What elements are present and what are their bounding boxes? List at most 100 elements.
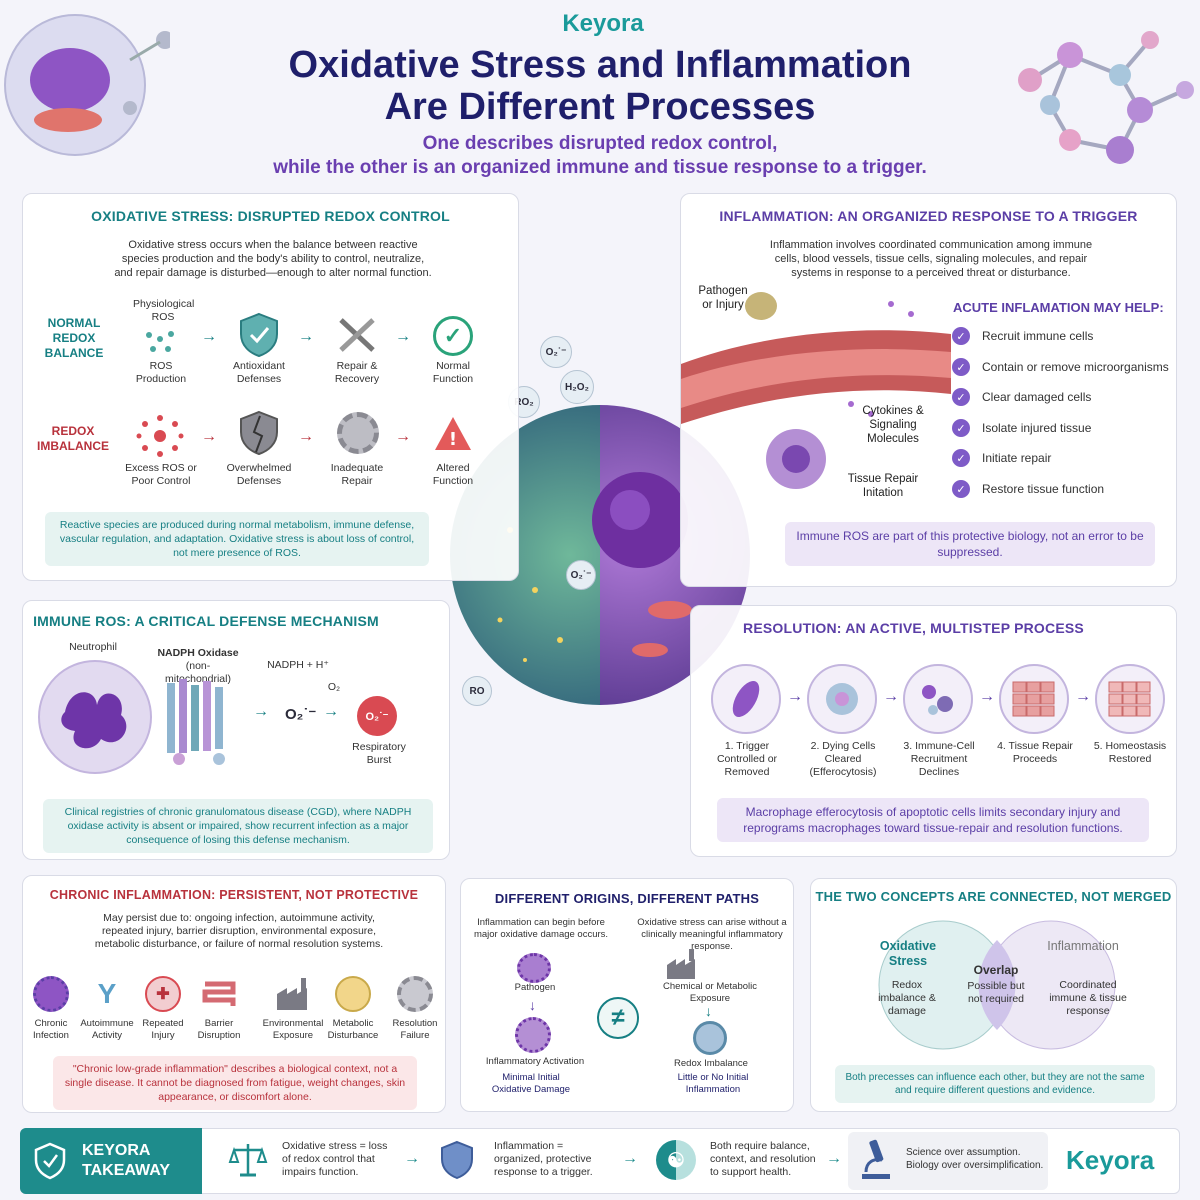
acute-inflammation-heading: ACUTE INFLAMATION MAY HELP:: [953, 300, 1164, 315]
imbalance-step-4: Altered Function: [432, 462, 474, 487]
resolution-title: RESOLUTION: AN ACTIVE, MULTISTEP PROCESS: [743, 620, 1084, 636]
nadph-label: NADPH + H⁺: [267, 659, 329, 671]
homeostasis-icon: [1095, 664, 1165, 734]
arrow-right-icon: →: [395, 428, 411, 445]
normal-balance-label: NORMAL REDOX BALANCE: [44, 316, 104, 360]
neutrophil-illustration: [35, 657, 155, 777]
check-icon: ✓: [952, 327, 970, 345]
arrow-down-icon: ↓: [529, 997, 536, 1013]
origins-right-top: Chemical or Metabolic Exposure: [663, 981, 757, 1004]
cell-illustration-top-left: [0, 0, 174, 170]
venn-diagram: [845, 913, 1145, 1053]
venn-right-title: Inflammation: [1047, 939, 1119, 953]
immune-ros-panel: IMMUNE ROS: A CRITICAL DEFENSE MECHANISM…: [22, 600, 450, 860]
resolution-note: Macrophage efferocytosis of apoptotic ce…: [717, 798, 1149, 842]
fat-cell-icon: [335, 976, 371, 1012]
factory-icon: [275, 976, 311, 1012]
chronic-inflammation-panel: CHRONIC INFLAMMATION: PERSISTENT, NOT PR…: [22, 875, 446, 1113]
chronic-cause-2: Autoimmune Activity: [80, 1018, 134, 1041]
tissue-repair-icon: [999, 664, 1069, 734]
different-origins-title: DIFFERENT ORIGINS, DIFFERENT PATHS: [494, 891, 760, 906]
brand-name-bottom: Keyora: [1066, 1145, 1155, 1175]
arrow-right-icon: →: [201, 428, 217, 445]
inflammation-panel: INFLAMMATION: AN ORGANIZED RESPONSE TO A…: [680, 193, 1177, 587]
chronic-cause-1: Chronic Infection: [33, 1018, 69, 1041]
check-icon: ✓: [952, 449, 970, 467]
page-title-line2: Are Different Processes: [384, 86, 816, 128]
connected-concepts-panel: THE TWO CONCEPTS ARE CONNECTED, NOT MERG…: [810, 878, 1177, 1112]
nadph-oxidase-complex-illustration: [157, 677, 253, 767]
center-ros-bubble-2: H₂O₂: [560, 370, 594, 404]
chronic-cause-5: Environmental Exposure: [262, 1018, 324, 1041]
physiological-ros-label: Physiological ROS: [133, 298, 195, 323]
takeaway-shield-icon: [34, 1142, 66, 1180]
origins-right-mid: Redox Imbalance: [674, 1058, 748, 1069]
blood-vessel-illustration: [681, 284, 951, 494]
pathogen-label: Pathogen or Injury: [698, 285, 748, 311]
takeaway-badge: KEYORA TAKEAWAY: [20, 1128, 202, 1194]
redox-imbalance-label: REDOX IMBALANCE: [37, 424, 109, 453]
respiratory-burst-icon: O₂˙⁻: [357, 696, 397, 736]
chronic-cause-3: Repeated Injury: [142, 1018, 184, 1041]
page-subtitle-line2: while the other is an organized immune a…: [273, 157, 927, 178]
check-icon: ✓: [952, 358, 970, 376]
acute-benefit-item: ✓Recruit immune cells: [952, 327, 1093, 345]
normal-step-3: Repair & Recovery: [334, 360, 380, 385]
origins-left-bottom: Minimal Initial Oxidative Damage: [491, 1072, 571, 1095]
virus-icon: [33, 976, 69, 1012]
acute-benefit-item: ✓Initiate repair: [952, 449, 1051, 467]
chronic-cause-4: Barrier Disruption: [197, 1018, 241, 1041]
brand-logo-bottom: Keyora: [1066, 1138, 1182, 1182]
not-equal-icon: ≠: [597, 997, 639, 1039]
immune-ros-title: IMMUNE ROS: A CRITICAL DEFENSE MECHANISM: [33, 613, 379, 629]
warning-icon: !: [433, 414, 473, 454]
arrow-down-icon: ↓: [705, 1003, 712, 1019]
connected-concepts-title: THE TWO CONCEPTS ARE CONNECTED, NOT MERG…: [815, 889, 1172, 904]
chronic-inflammation-title: CHRONIC INFLAMMATION: PERSISTENT, NOT PR…: [49, 888, 419, 902]
gear-icon: [337, 412, 379, 454]
brand-name: Keyora: [562, 10, 644, 37]
recruitment-declines-icon: [903, 664, 973, 734]
imbalance-step-1: Excess ROS or Poor Control: [125, 462, 197, 487]
arrow-right-icon: →: [298, 328, 314, 345]
origins-left-intro: Inflammation can begin before major oxid…: [473, 917, 609, 940]
origins-left-mid: Inflammatory Activation: [485, 1056, 585, 1067]
normal-step-4: Normal Function: [432, 360, 474, 385]
venn-left-text: Redox imbalance & damage: [878, 979, 936, 1017]
origins-right-intro: Oxidative stress can arise without a cli…: [637, 917, 787, 952]
broken-shield-icon: [238, 410, 280, 456]
injury-icon: ✚: [145, 976, 181, 1012]
resolution-panel: RESOLUTION: AN ACTIVE, MULTISTEP PROCESS…: [690, 605, 1177, 857]
arrow-right-icon: →: [826, 1150, 842, 1167]
connected-concepts-note: Both precesses can influence each other,…: [835, 1065, 1155, 1103]
arrow-right-icon: →: [201, 328, 217, 345]
ros-molecules-icon: [141, 327, 179, 357]
svg-text:!: !: [449, 429, 457, 450]
chronic-cause-6: Metabolic Disturbance: [327, 1018, 379, 1041]
venn-overlap-text: Possible but not required: [967, 980, 1025, 1005]
arrow-right-icon: →: [787, 688, 803, 705]
redox-cell-icon: [693, 1021, 727, 1055]
normal-step-1: ROS Production: [135, 360, 187, 385]
resolution-step-2: 2. Dying Cells Cleared (Efferocytosis): [809, 740, 877, 778]
yin-yang-icon: ☯: [656, 1140, 696, 1180]
resolution-failure-gear-icon: [397, 976, 433, 1012]
trigger-controlled-icon: [711, 664, 781, 734]
cytokines-label: Cytokines & Signaling Molecules: [862, 405, 924, 445]
arrow-right-icon: →: [622, 1150, 638, 1167]
inflammation-title: INFLAMMATION: AN ORGANIZED RESPONSE TO A…: [719, 208, 1138, 224]
check-icon: ✓: [952, 419, 970, 437]
arrow-right-icon: →: [404, 1150, 420, 1167]
immune-ros-note: Clinical registries of chronic granuloma…: [43, 799, 433, 853]
shield-icon: [238, 312, 280, 358]
arrow-right-icon: →: [883, 688, 899, 705]
resolution-step-1: 1. Trigger Controlled or Removed: [716, 740, 778, 778]
chronic-cause-7: Resolution Failure: [392, 1018, 438, 1041]
resolution-step-5: 5. Homeostasis Restored: [1093, 740, 1167, 765]
respiratory-burst-label: Respiratory Burst: [352, 741, 406, 766]
chronic-inflammation-note: "Chronic low-grade inflammation" describ…: [53, 1056, 417, 1110]
inflammation-note: Immune ROS are part of this protective b…: [785, 522, 1155, 566]
tissue-repair-label: Tissue Repair Initation: [847, 473, 919, 499]
arrow-right-icon: →: [298, 428, 314, 445]
superoxide-label: O₂˙⁻: [285, 706, 317, 723]
